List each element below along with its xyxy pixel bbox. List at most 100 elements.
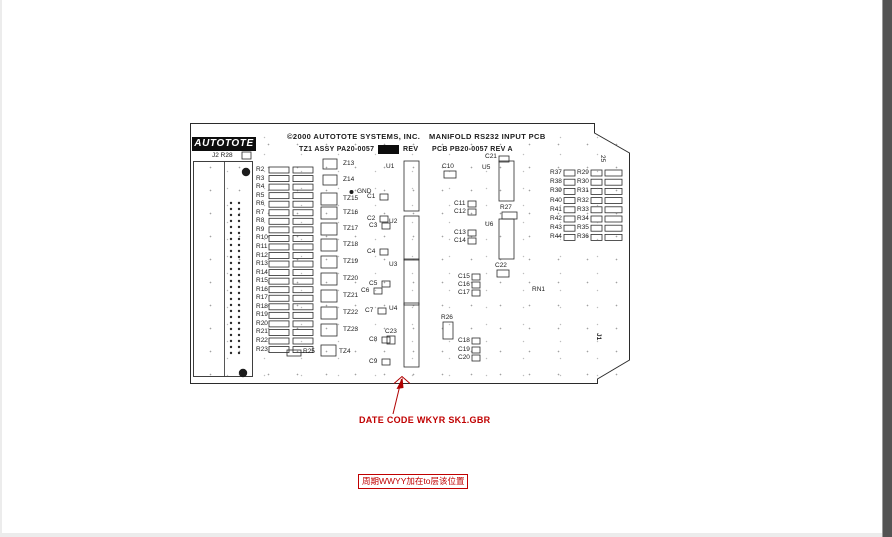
cap-label: C14 [454, 237, 466, 244]
resistor-label: R41 [550, 205, 562, 213]
tz-label: TZ17 [343, 225, 359, 232]
component-pad [292, 303, 314, 311]
connector-pin [229, 267, 233, 271]
component-pad [590, 206, 603, 214]
mounting-pad-bottom [238, 368, 248, 378]
resistor-label: R39 [550, 187, 562, 195]
component-footprints [229, 155, 623, 368]
component-pad [590, 169, 603, 177]
connector-pin [229, 321, 233, 325]
connector-pin [237, 285, 241, 289]
resistor-label: R15 [256, 277, 268, 285]
component-pad [292, 192, 314, 200]
cap-label: C17 [458, 289, 470, 296]
tz-label: TZ21 [343, 292, 359, 299]
ic-label: U6 [485, 221, 494, 228]
connector-pin [229, 351, 233, 355]
cap-label: C8 [369, 336, 378, 343]
component-pad [604, 206, 623, 214]
cap-label: C1 [367, 193, 376, 200]
component-pad [320, 255, 338, 269]
resistor-label: R31 [577, 187, 589, 195]
ic-label: U2 [389, 218, 398, 225]
component-pad [292, 311, 314, 319]
component-pad [471, 337, 481, 345]
component-pad [320, 206, 338, 220]
component-pad [471, 354, 481, 362]
resistor-label: R29 [577, 169, 589, 176]
tz-label: TZ15 [343, 195, 359, 202]
component-pad [590, 224, 603, 232]
connector-pin [237, 243, 241, 247]
rn1-label: RN1 [532, 286, 546, 293]
component-pad [268, 260, 290, 268]
connector-pin [229, 345, 233, 349]
component-pad [292, 252, 314, 259]
connector-pin [237, 297, 241, 301]
rev-label: REV [403, 146, 419, 153]
connector-pin [237, 351, 241, 355]
resistor-label: R21 [256, 328, 268, 336]
component-pad [268, 166, 290, 174]
component-pad [496, 269, 510, 278]
connector-pin [229, 333, 233, 337]
connector-pin [237, 237, 241, 241]
cap-label: C23 [385, 328, 397, 335]
component-pad [471, 346, 481, 354]
component-pad [268, 175, 290, 182]
connector-pin [229, 273, 233, 277]
connector-pin [229, 297, 233, 301]
ic-label: U1 [386, 163, 395, 170]
connector-pin [229, 285, 233, 289]
tz-label: TZ16 [343, 209, 359, 216]
component-pad [268, 209, 290, 217]
component-pad [604, 169, 623, 177]
connector-pin [229, 327, 233, 331]
resistor-label: R11 [256, 242, 268, 250]
resistor-label: R13 [256, 260, 268, 268]
connector-pin [237, 219, 241, 223]
gnd-label: GND [357, 188, 372, 195]
component-pad [590, 178, 603, 186]
date-code-annotation: DATE CODE WKYR SK1.GBR [359, 415, 491, 425]
component-pad [381, 358, 391, 366]
resistor-label: R16 [256, 285, 268, 293]
ic-label: U4 [389, 305, 398, 312]
assy-number: TZ1 ASSY PA20-0057 [299, 146, 375, 153]
component-pad [268, 286, 290, 294]
cap-label: C4 [367, 248, 376, 255]
resistor-label: R22 [256, 337, 268, 344]
r28-pad [241, 151, 252, 160]
connector-pin [237, 267, 241, 271]
connector-pin [229, 249, 233, 253]
component-pad [292, 260, 314, 268]
pcb-number: PCB PB20-0057 REV A [432, 146, 513, 153]
resistor-label: R18 [256, 302, 268, 310]
connector-pin [237, 231, 241, 235]
ic-label: U3 [389, 261, 398, 268]
edge-pin-25-label: 25 [599, 155, 606, 163]
resistor-label: R30 [577, 178, 589, 186]
gnd-pad [349, 190, 354, 194]
component-pad [604, 187, 623, 195]
component-pad [467, 208, 477, 216]
connector-pin [237, 315, 241, 319]
component-pad [320, 306, 338, 320]
component-pad [403, 302, 420, 368]
r25-label: R25 [303, 348, 315, 355]
component-pad [268, 329, 290, 336]
component-pad [268, 252, 290, 259]
vertical-scrollbar[interactable] [882, 0, 892, 537]
tz4-label: TZ4 [339, 348, 351, 355]
r26-label: R26 [441, 314, 453, 321]
resistor-label: R40 [550, 196, 562, 204]
component-pad [292, 217, 314, 225]
chinese-note-text: 周期WWYY加在to层该位置 [362, 476, 465, 486]
cap-label: C22 [495, 262, 507, 269]
component-pad [320, 344, 337, 357]
tz-label: TZ20 [343, 275, 359, 282]
component-pad [268, 192, 290, 200]
component-pad [403, 160, 420, 212]
chinese-note-box: 周期WWYY加在to层该位置 [358, 474, 469, 489]
